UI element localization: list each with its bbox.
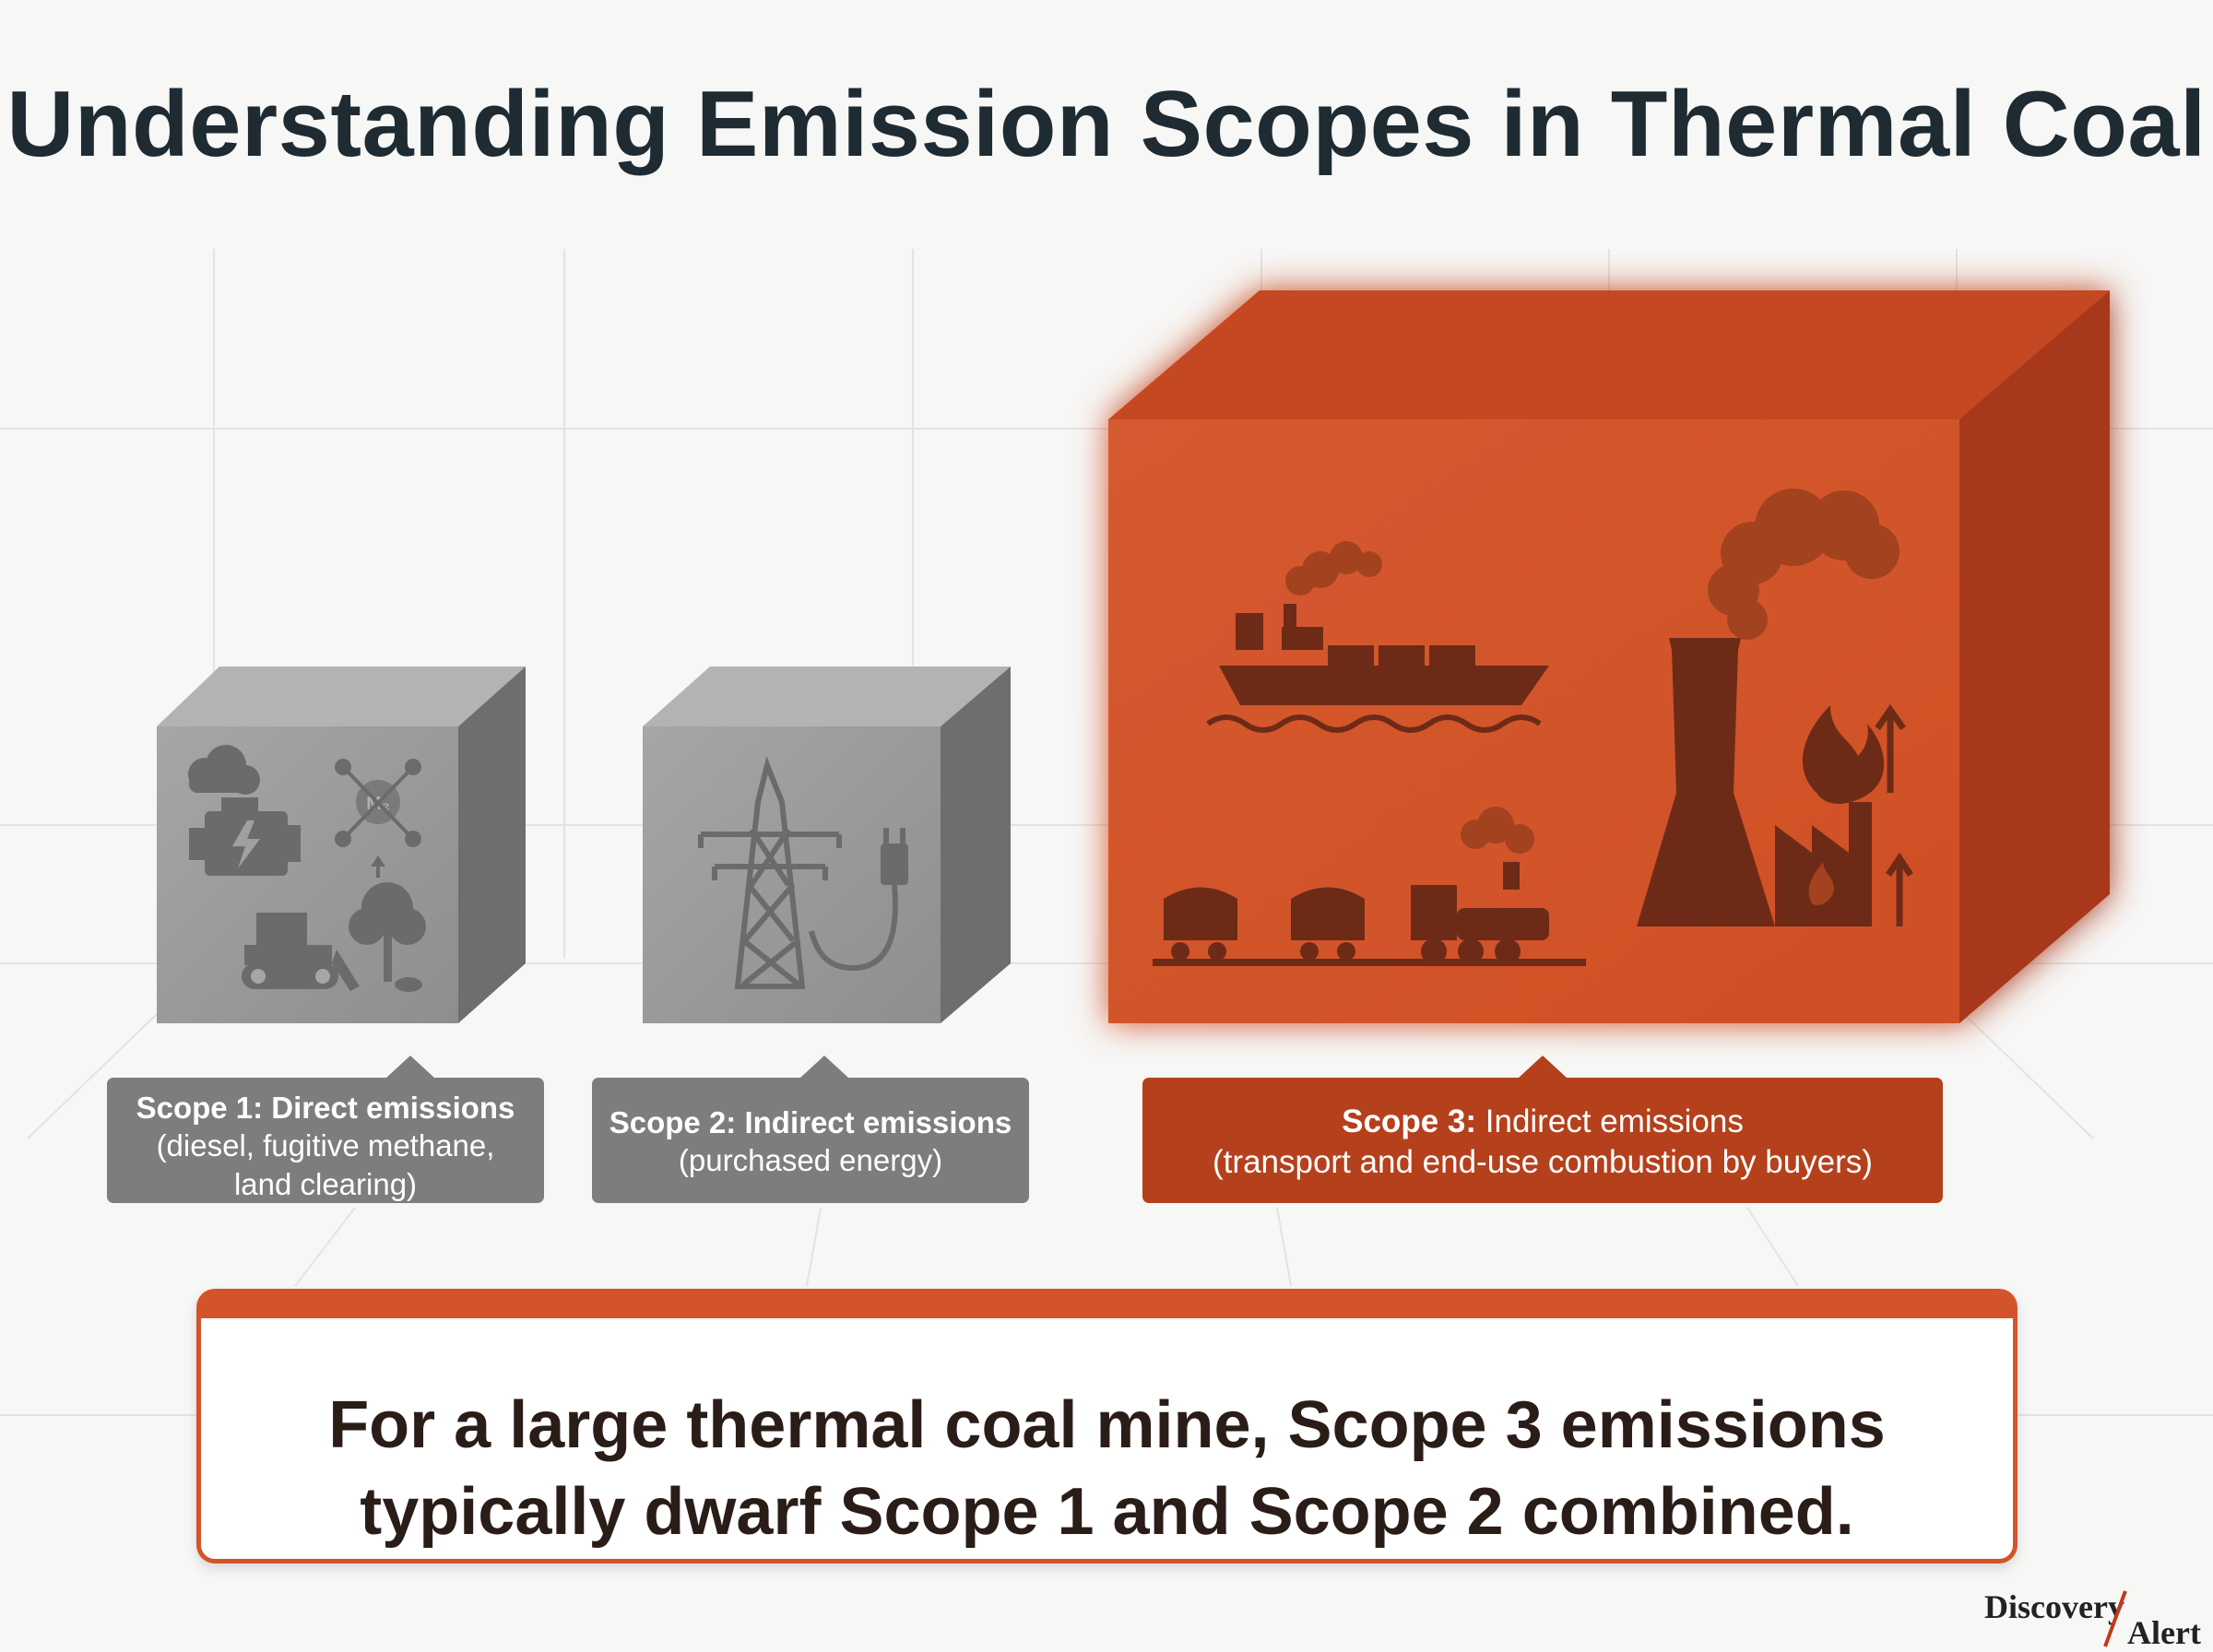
scope1-heading: Scope 1: Direct emissions: [136, 1091, 515, 1125]
scope2-cube: [643, 667, 1011, 1023]
scope1-cube: M₂: [157, 667, 526, 1023]
scope1-label: Scope 1: Direct emissions (diesel, fugit…: [107, 1056, 544, 1203]
bulldozer-icon: [242, 913, 360, 991]
scope1-icons: M₂: [188, 745, 426, 992]
scope3-heading: Scope 3:: [1342, 1103, 1477, 1139]
power-pylon-icon: [698, 756, 842, 989]
callout-line1: For a large thermal coal mine, Scope 3 e…: [328, 1388, 1886, 1462]
fire-icon: [1802, 703, 1906, 804]
page-title: Understanding Emission Scopes in Thermal…: [6, 73, 2207, 176]
key-takeaway-callout: For a large thermal coal mine, Scope 3 e…: [196, 1289, 2018, 1564]
scope2-detail: (purchased energy): [678, 1143, 943, 1178]
scope3-icons: [1153, 489, 1913, 966]
scope3-label: Scope 3: Indirect emissions (transport a…: [1142, 1056, 1943, 1203]
scope2-label: Scope 2: Indirect emissions (purchased e…: [592, 1056, 1029, 1203]
scope2-heading: Scope 2: Indirect emissions: [609, 1105, 1012, 1139]
methane-molecule-icon: M₂: [335, 759, 421, 878]
scope1-detail-line1: (diesel, fugitive methane,: [156, 1128, 495, 1163]
coal-train-icon: [1153, 807, 1586, 966]
scope3-cube: [1108, 290, 2110, 1023]
scope1-detail-line2: land clearing): [233, 1166, 418, 1201]
tree-icon: [349, 882, 426, 992]
logo-word1: Discovery: [1984, 1588, 2124, 1625]
callout-text: For a large thermal coal mine, Scope 3 e…: [201, 1383, 2013, 1555]
engine-icon: [189, 797, 301, 876]
callout-line2: typically dwarf Scope 1 and Scope 2 comb…: [360, 1474, 1854, 1549]
scope3-detail: (transport and end-use combustion by buy…: [1213, 1143, 1873, 1180]
electric-plug-icon: [809, 828, 908, 972]
cooling-tower-icon: [1637, 489, 1899, 926]
cargo-ship-icon: [1206, 541, 1549, 733]
factory-icon: [1775, 802, 1913, 926]
logo-word2: Alert: [2127, 1614, 2201, 1651]
smoke-cloud-icon: [188, 745, 260, 795]
scope3-heading-rest: Indirect emissions: [1485, 1103, 1744, 1139]
discovery-alert-logo: Discovery Alert: [1984, 1587, 2206, 1651]
